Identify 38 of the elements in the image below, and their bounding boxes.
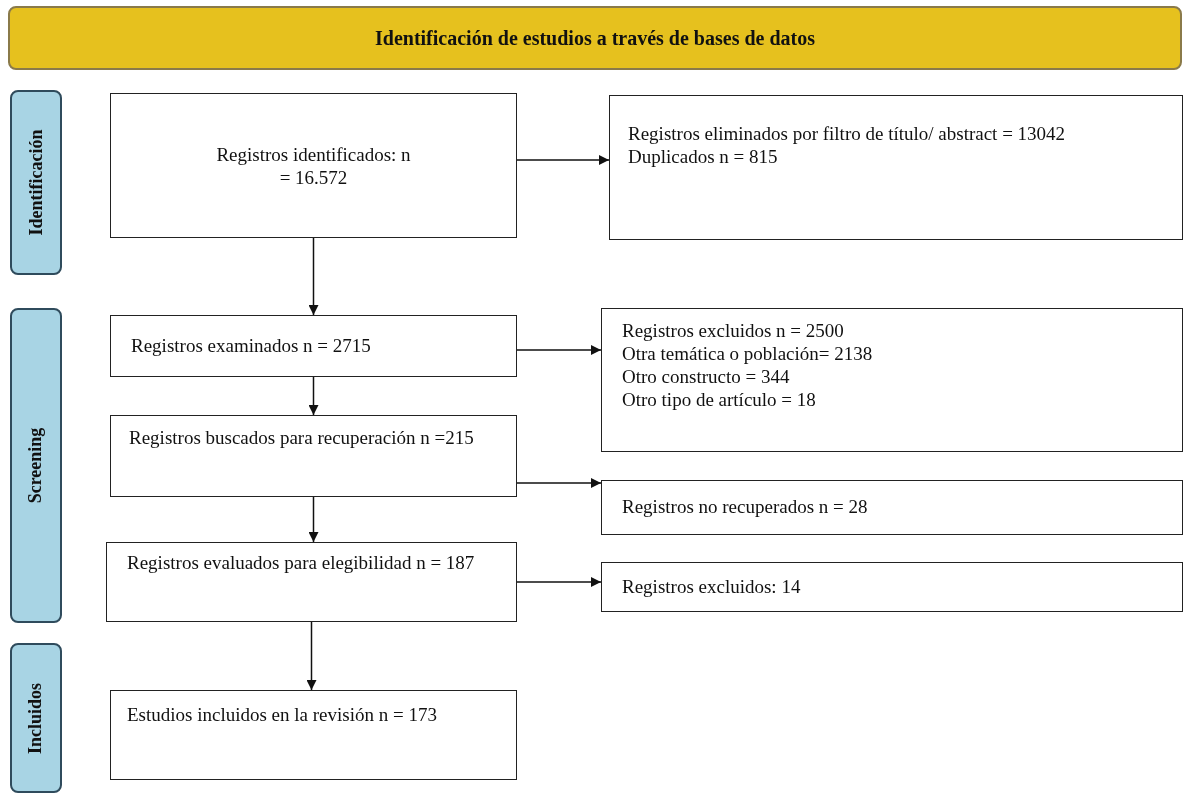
box-text: Registros examinados n = 2715 (131, 334, 372, 357)
box-text: Otro constructo = 344 (622, 365, 791, 388)
process-box (110, 415, 517, 497)
arrow (516, 345, 602, 355)
process-box (601, 480, 1183, 535)
arrow (308, 376, 319, 416)
process-box (609, 95, 1183, 240)
arrow (516, 155, 610, 165)
process-box (110, 315, 517, 377)
arrow (306, 621, 317, 691)
title-text: Identificación de estudios a través de bases de datos (375, 26, 815, 50)
phase-label: Screening (24, 427, 47, 504)
arrow (308, 237, 319, 316)
box-text: Estudios incluidos en la revisión n = 173 (127, 703, 438, 726)
phase-label-band (10, 643, 62, 793)
box-text: Registros buscados para recuperación n =215 (129, 426, 475, 449)
box-text: Registros evaluados para elegibilidad n = 187 (127, 551, 476, 574)
phase-label: Incluidos (24, 682, 47, 754)
phase-label: Identificación (24, 129, 47, 236)
box-text: Registros excluidos n = 2500 (622, 319, 845, 342)
box-text: Registros no recuperados n = 28 (622, 495, 869, 518)
box-text: Registros eliminados por filtro de título/ abstract = 13042 (628, 122, 1067, 145)
box-text: Otro tipo de artículo = 18 (622, 388, 817, 411)
box-text: Registros identificados: n = 16.572 (215, 142, 412, 189)
process-box (106, 542, 517, 622)
process-box (601, 562, 1183, 612)
phase-label-band (10, 308, 62, 623)
arrow (308, 496, 319, 543)
box-text: Otra temática o población= 2138 (622, 342, 874, 365)
process-box (110, 93, 517, 238)
process-box (601, 308, 1183, 452)
arrow (516, 478, 602, 488)
arrow (516, 577, 602, 587)
box-text: Duplicados n = 815 (628, 145, 779, 168)
phase-label-band (10, 90, 62, 275)
box-text: Registros excluidos: 14 (622, 575, 802, 598)
header-banner (8, 6, 1182, 70)
process-box (110, 690, 517, 780)
